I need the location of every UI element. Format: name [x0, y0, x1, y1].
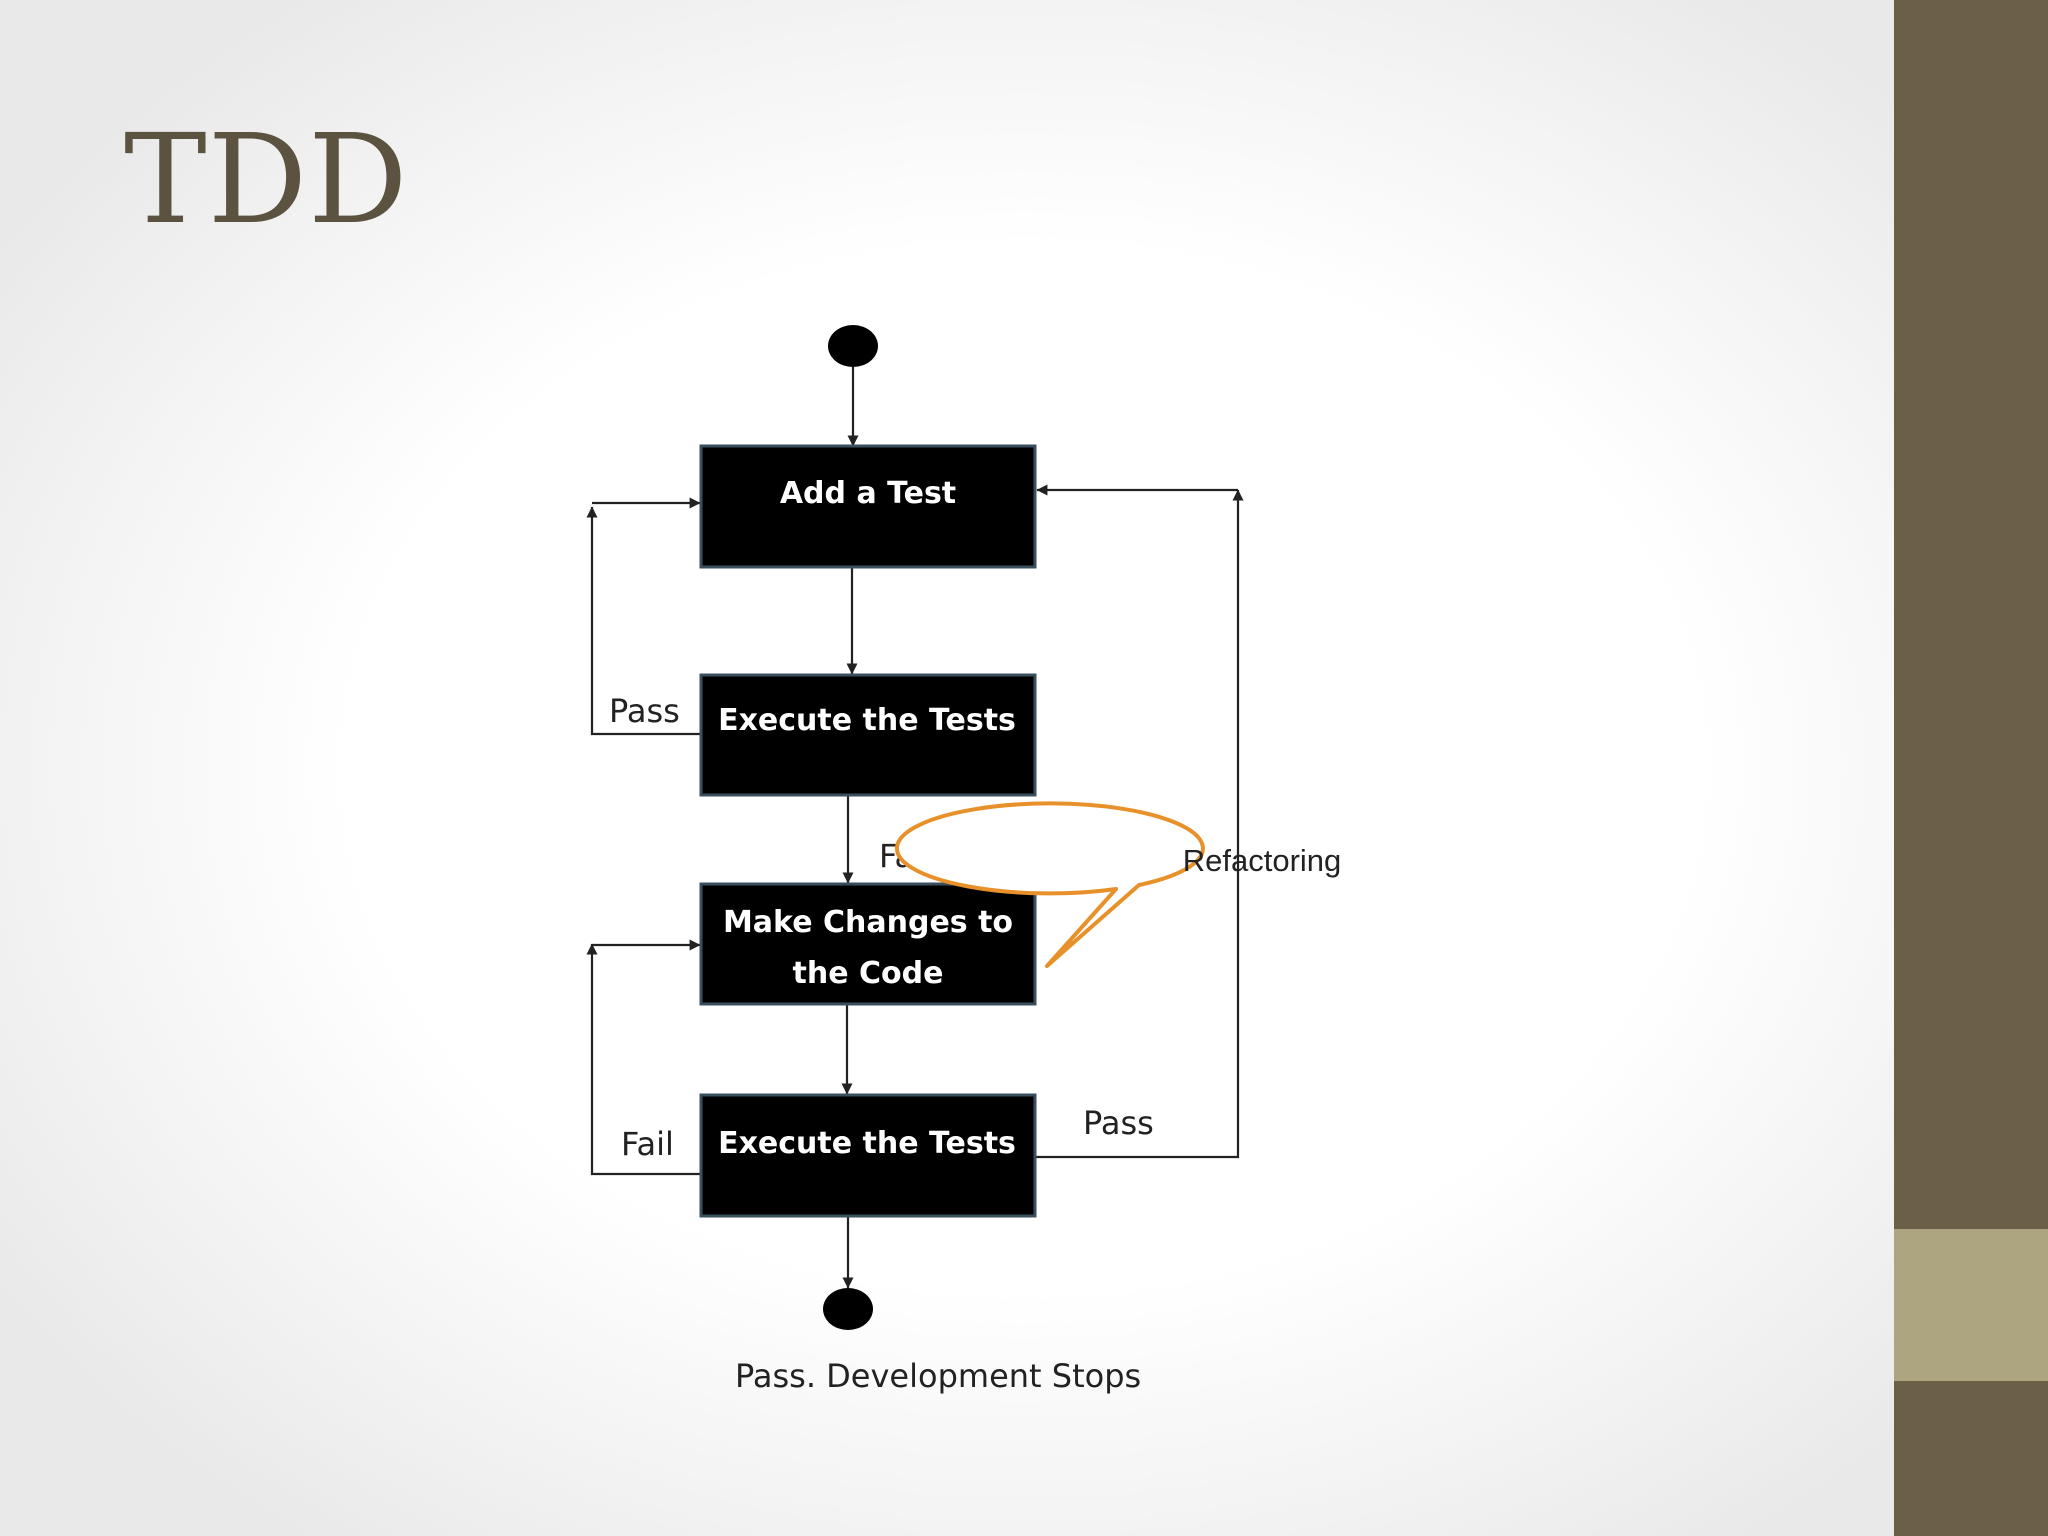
edge-label-pass-top: Pass [609, 692, 680, 730]
edge-fail-loop-bottom [586, 943, 700, 1176]
slide-title: TDD [124, 108, 409, 252]
node-make-changes-label-line2: the Code [793, 956, 944, 991]
start-node [828, 325, 878, 367]
node-execute-tests-1: Execute the Tests [699, 673, 1037, 797]
node-make-changes: Make Changes to the Code [699, 882, 1037, 1006]
refactoring-callout-label: Refactoring [1183, 843, 1342, 878]
edge-pass-loop-top [586, 506, 700, 736]
edge-label-pass-right: Pass [1083, 1104, 1154, 1142]
refactoring-callout: Refactoring [894, 801, 1342, 968]
end-node [823, 1288, 873, 1330]
node-execute-tests-2-label: Execute the Tests [718, 1126, 1016, 1161]
edge-pass-loop-right [1035, 489, 1244, 1159]
node-add-test: Add a Test [699, 444, 1037, 569]
node-make-changes-label-line1: Make Changes to [723, 905, 1013, 940]
side-accent-block [1894, 1229, 2048, 1381]
node-execute-tests-2: Execute the Tests [699, 1093, 1037, 1218]
edge-label-fail-bottom: Fail [621, 1125, 674, 1163]
node-execute-tests-1-label: Execute the Tests [718, 703, 1016, 738]
node-add-test-label: Add a Test [780, 476, 956, 511]
end-label: Pass. Development Stops [735, 1357, 1141, 1395]
